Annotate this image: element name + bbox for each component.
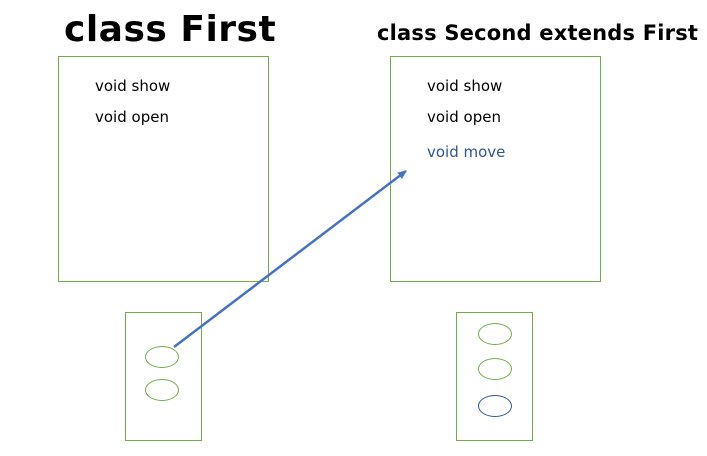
first-memory-slot-2 [145, 379, 179, 401]
first-method-show: void show [95, 77, 171, 95]
second-class-box: void show void open void move [390, 56, 601, 282]
first-method-open: void open [95, 108, 169, 126]
second-memory-slot-1 [478, 323, 512, 345]
second-class-title: class Second extends First [377, 21, 699, 45]
first-memory-slot-1 [145, 346, 179, 368]
first-class-box: void show void open [58, 56, 269, 282]
second-method-move: void move [427, 143, 506, 161]
second-method-show: void show [427, 77, 503, 95]
second-method-open: void open [427, 108, 501, 126]
second-memory-slot-3 [478, 395, 512, 417]
first-memory-box [125, 312, 202, 441]
second-memory-box [456, 312, 533, 441]
first-class-title: class First [64, 9, 277, 50]
second-memory-slot-2 [478, 358, 512, 380]
